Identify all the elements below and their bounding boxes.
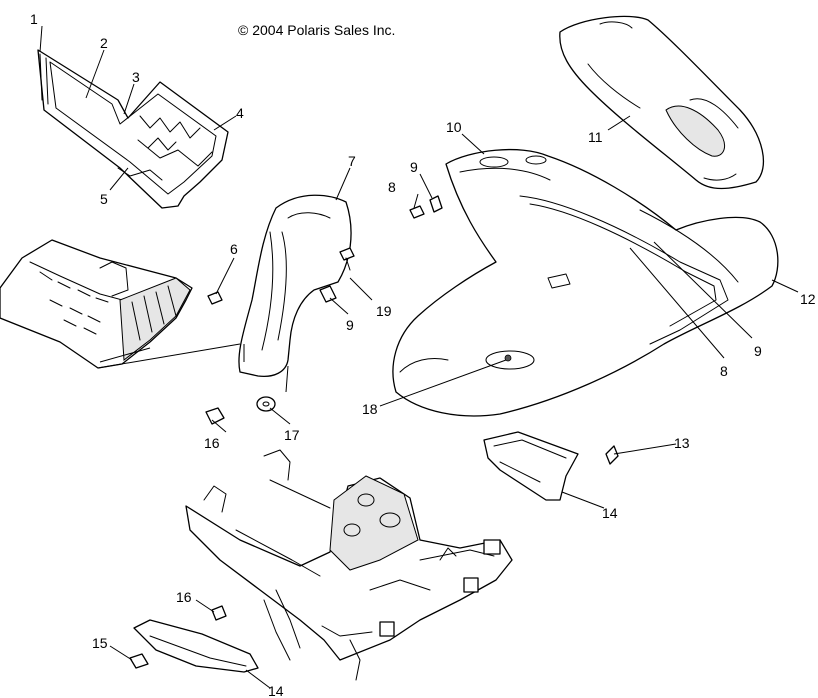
callout-14-bottom: 14 <box>268 683 284 698</box>
callout-labels: 1 2 3 4 5 6 7 8 9 10 11 12 19 9 9 8 18 1… <box>30 11 816 698</box>
side-panel-right <box>483 431 579 501</box>
main-fender-body <box>392 148 779 417</box>
callout-19: 19 <box>376 303 392 319</box>
callout-7: 7 <box>348 153 356 169</box>
callout-13: 13 <box>674 435 690 451</box>
callout-9-right: 9 <box>754 343 762 359</box>
callout-11: 11 <box>588 129 603 145</box>
copyright-text: © 2004 Polaris Sales Inc. <box>238 22 395 38</box>
frame <box>185 449 513 681</box>
callout-5: 5 <box>100 191 108 207</box>
footwell <box>0 239 241 369</box>
side-panel-lower <box>133 619 259 673</box>
leader-lines <box>39 25 799 689</box>
callout-14-right: 14 <box>602 505 618 521</box>
callout-12: 12 <box>800 291 816 307</box>
callout-8-top: 8 <box>388 179 396 195</box>
callout-10: 10 <box>446 119 462 135</box>
callout-18: 18 <box>362 401 378 417</box>
front-rack-panel <box>37 49 229 209</box>
callout-16-top: 16 <box>204 435 220 451</box>
fender-flare <box>238 194 352 378</box>
callout-9-mid: 9 <box>346 317 354 333</box>
callout-9-top: 9 <box>410 159 418 175</box>
callout-16-bottom: 16 <box>176 589 192 605</box>
callout-2: 2 <box>100 35 108 51</box>
callout-8-right: 8 <box>720 363 728 379</box>
callout-17: 17 <box>284 427 300 443</box>
callout-4: 4 <box>236 105 244 121</box>
callout-1: 1 <box>30 11 38 27</box>
callout-3: 3 <box>132 69 140 85</box>
callout-15: 15 <box>92 635 108 651</box>
callout-6: 6 <box>230 241 238 257</box>
seat <box>559 15 764 190</box>
